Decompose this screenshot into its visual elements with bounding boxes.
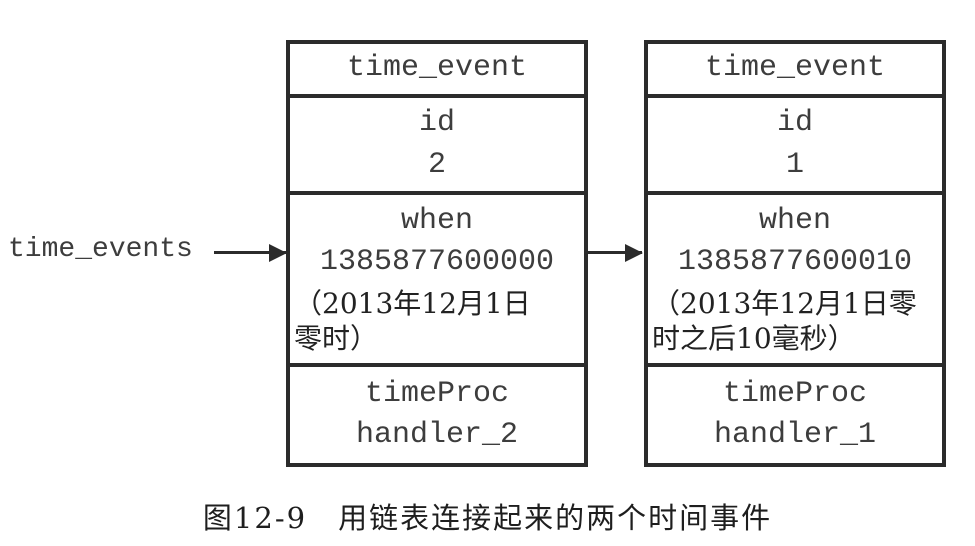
node2-id-label: id bbox=[418, 106, 455, 141]
time-event-node-1: time_event id 1 when 1385877600010 （2013… bbox=[644, 40, 946, 467]
node2-timeproc-value: handler_2 bbox=[355, 418, 519, 452]
node2-when-note: （2013年12月1日 零时） bbox=[294, 286, 531, 356]
node1-struct-title: time_event bbox=[704, 51, 886, 86]
node2-when-cell: when 1385877600000 （2013年12月1日 零时） bbox=[290, 191, 584, 363]
node1-when-note: （2013年12月1日零 时之后10毫秒） bbox=[652, 286, 917, 356]
node1-timeproc-value: handler_1 bbox=[713, 418, 877, 452]
node2-when-label: when bbox=[400, 203, 473, 238]
node1-id-value: 1 bbox=[785, 147, 804, 182]
node2-timeproc-cell: timeProc handler_2 bbox=[290, 363, 584, 463]
node2-id-cell: id 2 bbox=[290, 94, 584, 191]
node1-timeproc-cell: timeProc handler_1 bbox=[648, 363, 942, 463]
arrow-node1-to-node2-icon bbox=[586, 251, 642, 254]
node2-when-value: 1385877600000 bbox=[319, 245, 555, 280]
node1-timeproc-label: timeProc bbox=[722, 376, 868, 411]
time-event-node-2: time_event id 2 when 1385877600000 （2013… bbox=[286, 40, 588, 467]
node1-when-cell: when 1385877600010 （2013年12月1日零 时之后10毫秒） bbox=[648, 191, 942, 363]
node1-id-label: id bbox=[776, 106, 813, 141]
time-events-pointer-label: time_events bbox=[8, 234, 193, 265]
figure-caption: 图12-9 用链表连接起来的两个时间事件 bbox=[202, 501, 773, 535]
node2-struct-title: time_event bbox=[346, 51, 528, 86]
node2-timeproc-label: timeProc bbox=[364, 376, 510, 411]
node1-id-cell: id 1 bbox=[648, 94, 942, 191]
node2-id-value: 2 bbox=[427, 147, 446, 182]
arrow-pointer-to-node1-icon bbox=[214, 251, 286, 254]
node1-when-label: when bbox=[758, 203, 831, 238]
node1-when-value: 1385877600010 bbox=[677, 245, 913, 280]
